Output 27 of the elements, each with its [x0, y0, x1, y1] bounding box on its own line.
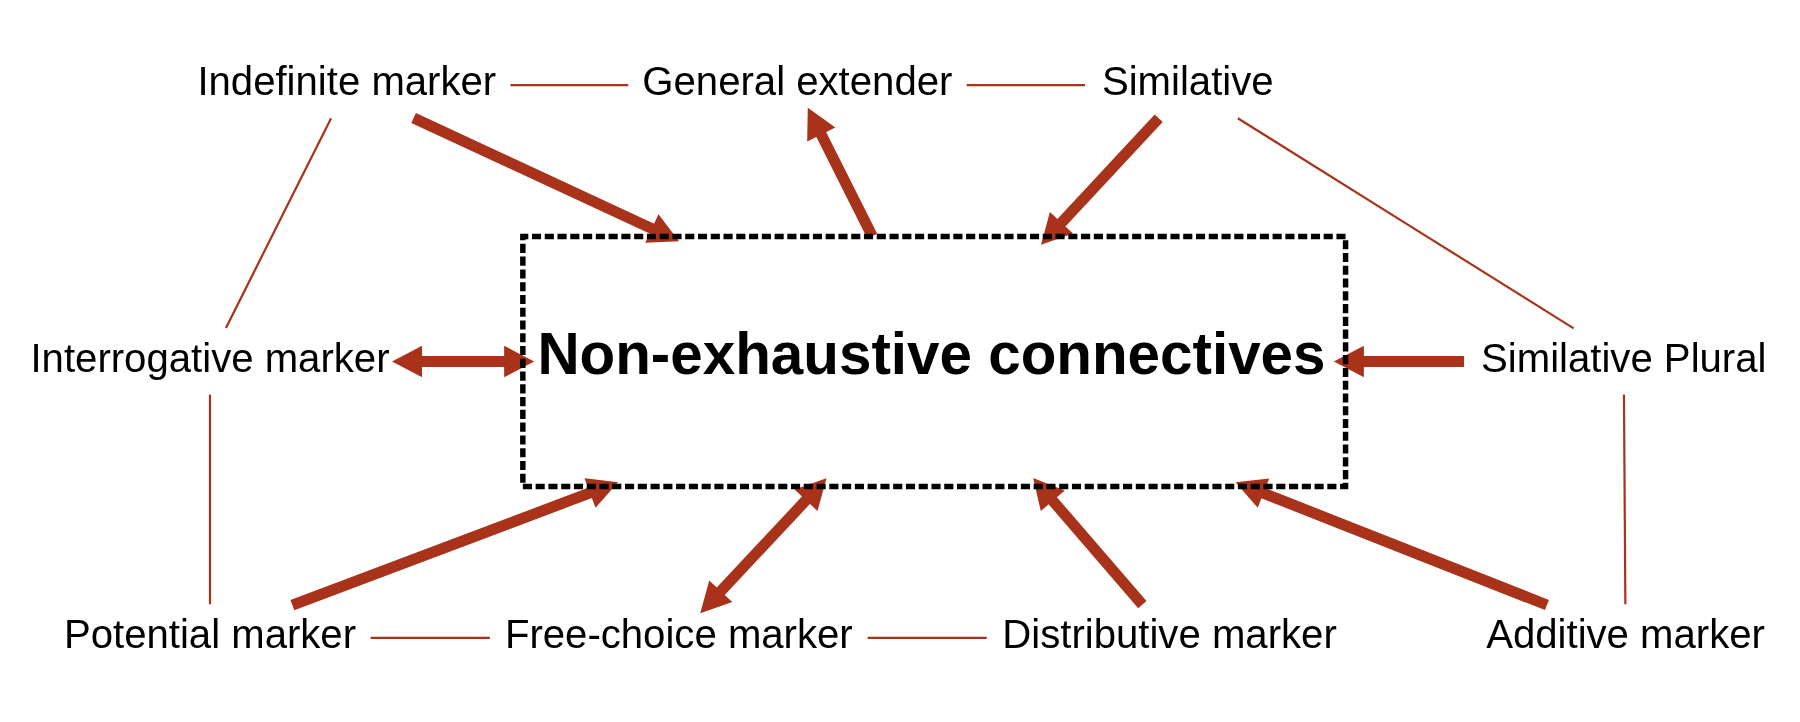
arrow [392, 345, 535, 377]
connector [510, 83, 629, 86]
node-text: Similative Plural [1481, 335, 1767, 381]
arrow [1041, 114, 1163, 245]
connector [370, 636, 490, 639]
arrow [1333, 345, 1465, 377]
connector [1622, 394, 1627, 604]
arrow [290, 477, 619, 610]
node-text: General extender [642, 58, 953, 104]
node-box: Non-exhaustive connectives [520, 233, 1349, 489]
node-text: Indefinite marker [197, 58, 497, 104]
arrow [700, 477, 827, 613]
arrow [807, 107, 878, 239]
node-text: Interrogative marker [30, 335, 390, 381]
node-text: Distributive marker [1002, 611, 1337, 657]
connector [1237, 116, 1575, 329]
connector [224, 117, 333, 328]
arrow [1033, 477, 1147, 608]
connector [867, 636, 987, 639]
arrow [411, 112, 680, 243]
connector [208, 394, 212, 604]
node-text: Free-choice marker [504, 611, 853, 657]
connector [966, 83, 1085, 86]
arrow [1235, 478, 1549, 610]
node-text: Potential marker [63, 611, 357, 657]
node-text: Additive marker [1486, 611, 1765, 657]
node-text: Similative [1101, 58, 1274, 104]
